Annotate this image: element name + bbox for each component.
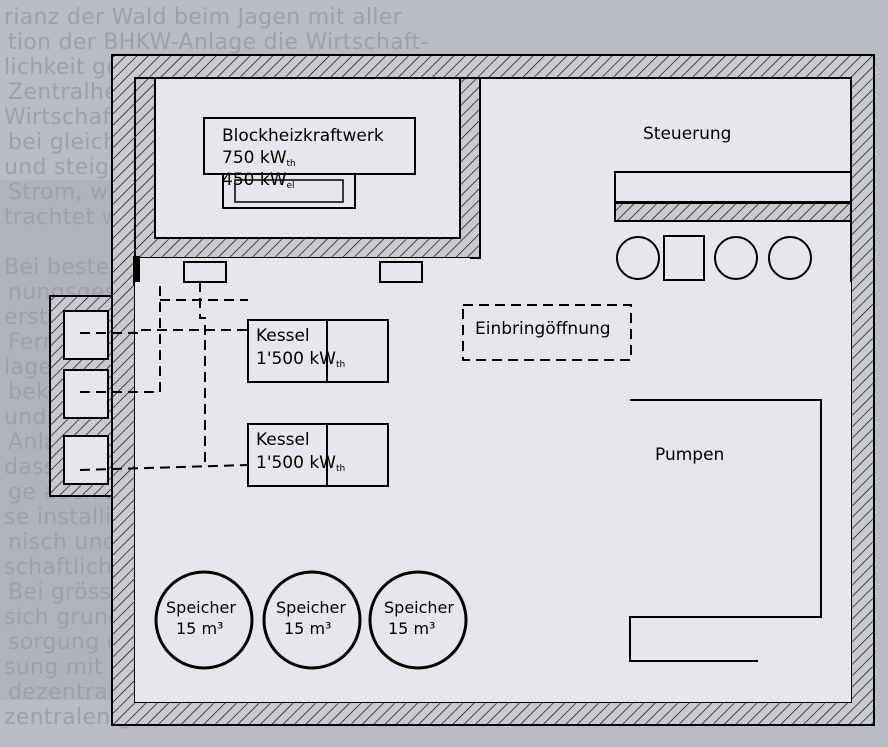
bhkw-room-wall [133, 77, 481, 286]
einbringoeffnung-label: Einbringöffnung [475, 319, 611, 339]
pump-units [616, 235, 812, 281]
pump-square-1 [663, 235, 705, 281]
einbringoeffnung-outline [462, 304, 632, 361]
speicher-tank-2 [262, 570, 362, 670]
kessel-1-title: Kessel [256, 326, 310, 346]
speicher-area [135, 565, 468, 702]
speicher-3-volume: 15 m³ [388, 619, 436, 638]
kessel-2-power: 1'500 kWth [256, 453, 346, 474]
speicher-3-name: Speicher [384, 598, 454, 617]
speicher-tank-3 [368, 570, 468, 670]
bhkw-unit [203, 117, 416, 209]
bhkw-aux-unit-1 [183, 261, 227, 283]
pipelines [79, 282, 249, 471]
speicher-1-volume: 15 m³ [176, 619, 224, 638]
speicher-2-name: Speicher [276, 598, 346, 617]
kessel-1 [247, 319, 389, 383]
kessel-2-title: Kessel [256, 430, 310, 450]
wall-opening-2 [63, 369, 109, 419]
wall-opening-3 [63, 435, 109, 485]
background-text-line: rianz der Wald beim Jagen mit aller [4, 5, 402, 30]
speicher-1-name: Speicher [166, 598, 236, 617]
pumpen-label: Pumpen [655, 445, 725, 465]
steuerung-label: Steuerung [643, 124, 732, 144]
kessel-2 [247, 423, 389, 487]
pumpen-room-outline [629, 399, 822, 662]
pump-circle-1 [616, 236, 660, 280]
bhkw-thermal-power: 750 kWth [222, 148, 296, 169]
pump-circle-3 [768, 236, 812, 280]
pump-circle-2 [714, 236, 758, 280]
speicher-tank-1 [154, 570, 254, 670]
background-text-line: tion der BHKW-Anlage die Wirtschaft- [8, 30, 429, 55]
wall-opening-1 [63, 310, 109, 360]
left-wall-annex [49, 295, 113, 497]
bhkw-title: Blockheizkraftwerk [222, 126, 384, 146]
speicher-2-volume: 15 m³ [284, 619, 332, 638]
bhkw-electric-power: 450 kWel [222, 170, 295, 191]
bhkw-aux-unit-2 [379, 261, 423, 283]
steuerung-panels [614, 171, 852, 222]
kessel-1-power: 1'500 kWth [256, 349, 346, 370]
